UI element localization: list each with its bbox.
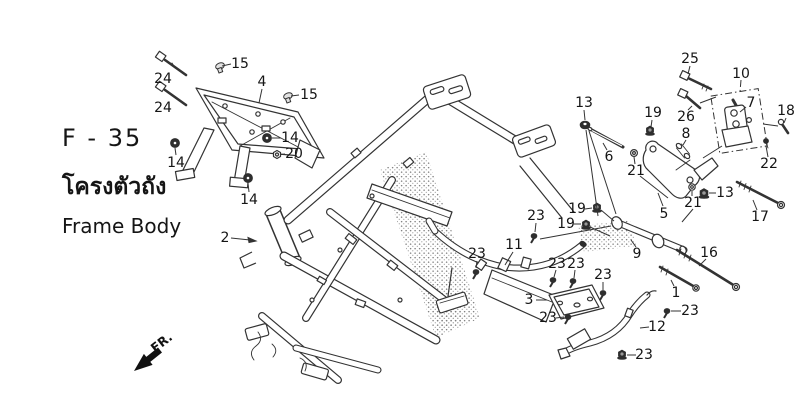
part-callout-13-15: 13 [575,95,593,111]
part-callout-8-17: 8 [681,126,691,142]
part-callout-5-23: 5 [659,206,669,222]
page-code: F - 35 [62,124,143,152]
part-callout-18-14: 18 [777,103,795,119]
part-callout-22-20: 22 [760,156,778,172]
part-callout-21-22: 21 [684,195,702,211]
front-arrow-icon [134,347,162,371]
part-2-frame-body-drawing [239,74,575,384]
part-callout-23-37: 23 [681,303,699,319]
part-callout-25-10: 25 [681,51,699,67]
page-title-english: Frame Body [62,214,182,238]
front-direction-label: FR. [148,329,175,355]
part-callout-23-31: 23 [468,246,486,262]
part-callout-16-30: 16 [700,245,718,261]
part-callout-14-8: 14 [240,192,258,208]
part-callout-7-12: 7 [746,95,756,111]
part-callout-23-40: 23 [635,347,653,363]
part-callout-10-11: 10 [732,66,750,82]
page-title-thai: โครงตัวถัง [62,174,167,200]
hardware-front [154,50,293,183]
part-callout-17-24: 17 [751,209,769,225]
part-callout-15-4: 15 [300,87,318,103]
part-callout-19-16: 19 [644,105,662,121]
part-callout-9-29: 9 [632,246,642,262]
part-callout-23-33: 23 [567,256,585,272]
part-callout-20-6: 20 [285,146,303,162]
part-callout-1-35: 1 [671,285,681,301]
part-callout-4-1: 4 [257,74,267,90]
part-callout-23-27: 23 [527,208,545,224]
rear-hanger-assembly-drawing [579,69,790,292]
part-callout-11-28: 11 [505,237,523,253]
part-callout-19-26: 19 [557,216,575,232]
part-callout-14-7: 14 [167,155,185,171]
part-callout-12-39: 12 [648,319,666,335]
part-callout-3-36: 3 [524,292,534,308]
part-callout-19-25: 19 [568,201,586,217]
part-callout-23-38: 23 [539,310,557,326]
part-callout-13-21: 13 [716,185,734,201]
part-callout-24-3: 24 [154,100,172,116]
part-callout-14-5: 14 [281,130,299,146]
part-callout-2-9: 2 [220,230,230,246]
leader-lines [174,63,787,356]
part-callout-26-13: 26 [677,109,695,125]
part-callout-23-34: 23 [594,267,612,283]
stand-parts-drawing [425,217,671,360]
part-callout-23-32: 23 [548,256,566,272]
part-callout-15-0: 15 [231,56,249,72]
part-callout-24-2: 24 [154,71,172,87]
front-direction-indicator: FR. [134,329,175,371]
part-callout-6-18: 6 [604,149,614,165]
part-callout-21-19: 21 [627,163,645,179]
part-4-front-bracket-drawing [174,87,325,189]
title-block: F - 35 โครงตัวถัง Frame Body [62,124,181,238]
